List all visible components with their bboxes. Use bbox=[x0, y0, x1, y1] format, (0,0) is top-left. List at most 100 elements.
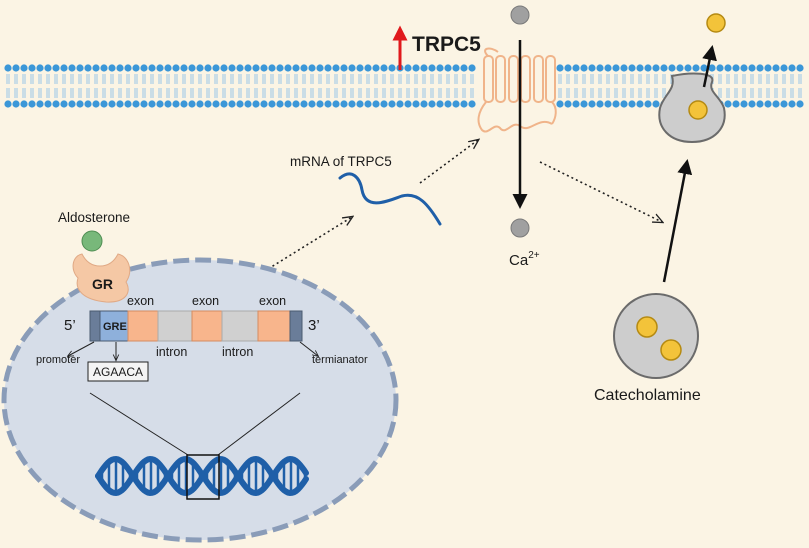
transport-arrow bbox=[662, 159, 693, 283]
lipid-head bbox=[364, 64, 372, 72]
terminator-block bbox=[289, 310, 303, 342]
lipid-head bbox=[412, 64, 420, 72]
lipid-head bbox=[732, 64, 740, 72]
lipid-head bbox=[156, 100, 164, 108]
lipid-head bbox=[228, 64, 236, 72]
lipid-head bbox=[388, 64, 396, 72]
lipid-head bbox=[572, 64, 580, 72]
lipid-head bbox=[620, 100, 628, 108]
lipid-head bbox=[580, 100, 588, 108]
lipid-head bbox=[652, 64, 660, 72]
lipid-head bbox=[84, 100, 92, 108]
lipid-head bbox=[412, 100, 420, 108]
lipid-head bbox=[252, 64, 260, 72]
lipid-head bbox=[460, 64, 468, 72]
lipid-head bbox=[300, 64, 308, 72]
lipid-head bbox=[628, 100, 636, 108]
lipid-head bbox=[364, 100, 372, 108]
trpc5-channel bbox=[477, 47, 557, 133]
lipid-head bbox=[460, 100, 468, 108]
lipid-head bbox=[468, 100, 476, 108]
lipid-head bbox=[740, 64, 748, 72]
lipid-head bbox=[644, 100, 652, 108]
lipid-head bbox=[700, 64, 708, 72]
lipid-head bbox=[380, 64, 388, 72]
lipid-head bbox=[220, 64, 228, 72]
lipid-head bbox=[588, 64, 596, 72]
lipid-head bbox=[420, 64, 428, 72]
lipid-head bbox=[132, 100, 140, 108]
lipid-head bbox=[36, 64, 44, 72]
lipid-head bbox=[164, 100, 172, 108]
lipid-head bbox=[380, 100, 388, 108]
lipid-head bbox=[268, 100, 276, 108]
exocytosis-vesicle bbox=[658, 72, 726, 144]
zoom-line-left bbox=[89, 392, 189, 456]
lipid-head bbox=[748, 64, 756, 72]
lipid-head bbox=[292, 64, 300, 72]
zoom-line-right bbox=[217, 392, 301, 456]
lipid-head bbox=[236, 100, 244, 108]
lipid-head bbox=[172, 100, 180, 108]
lipid-head bbox=[164, 64, 172, 72]
lipid-head bbox=[52, 100, 60, 108]
lipid-head bbox=[180, 100, 188, 108]
lipid-head bbox=[84, 64, 92, 72]
lipid-head bbox=[100, 64, 108, 72]
lipid-head bbox=[372, 100, 380, 108]
lipid-head bbox=[284, 64, 292, 72]
lipid-head bbox=[348, 64, 356, 72]
lipid-head bbox=[284, 100, 292, 108]
lipid-head bbox=[564, 100, 572, 108]
promoter-label: promoter bbox=[36, 354, 80, 366]
released-catecholamine-granule bbox=[706, 13, 726, 33]
lipid-head bbox=[12, 100, 20, 108]
lipid-head bbox=[436, 64, 444, 72]
lipid-head bbox=[356, 64, 364, 72]
terminator-label: termianator bbox=[312, 354, 368, 366]
lipid-head bbox=[572, 100, 580, 108]
lipid-head bbox=[796, 64, 804, 72]
lipid-head bbox=[436, 100, 444, 108]
lipid-head bbox=[732, 100, 740, 108]
intron-1 bbox=[157, 310, 193, 342]
aldosterone-molecule bbox=[81, 230, 103, 252]
lipid-head bbox=[4, 64, 12, 72]
lipid-head bbox=[220, 100, 228, 108]
lipid-head bbox=[692, 64, 700, 72]
terminator-pointer bbox=[299, 341, 318, 356]
catecholamine-granule-in-vesicle bbox=[688, 100, 708, 120]
lipid-head bbox=[108, 100, 116, 108]
lipid-head bbox=[420, 100, 428, 108]
mrna-strand bbox=[338, 172, 442, 226]
lipid-head bbox=[348, 100, 356, 108]
intron-label-1: intron bbox=[156, 345, 187, 359]
lipid-head bbox=[228, 100, 236, 108]
lipid-head bbox=[244, 64, 252, 72]
promoter-block bbox=[89, 310, 101, 342]
lipid-head bbox=[140, 64, 148, 72]
lipid-head bbox=[636, 100, 644, 108]
lipid-head bbox=[676, 64, 684, 72]
lipid-head bbox=[68, 100, 76, 108]
lipid-head bbox=[588, 100, 596, 108]
lipid-head bbox=[316, 64, 324, 72]
lipid-head bbox=[780, 64, 788, 72]
lipid-head bbox=[276, 100, 284, 108]
lipid-head bbox=[780, 100, 788, 108]
cell-membrane bbox=[4, 64, 804, 108]
lipid-head bbox=[292, 100, 300, 108]
lipid-head bbox=[188, 64, 196, 72]
lipid-head bbox=[404, 64, 412, 72]
lipid-head bbox=[604, 64, 612, 72]
lipid-head bbox=[68, 64, 76, 72]
lipid-head bbox=[140, 100, 148, 108]
lipid-head bbox=[132, 64, 140, 72]
lipid-head bbox=[668, 64, 676, 72]
lipid-head bbox=[716, 64, 724, 72]
lipid-head bbox=[620, 64, 628, 72]
lipid-head bbox=[644, 64, 652, 72]
lipid-head bbox=[4, 100, 12, 108]
lipid-head bbox=[756, 64, 764, 72]
lipid-head bbox=[60, 100, 68, 108]
